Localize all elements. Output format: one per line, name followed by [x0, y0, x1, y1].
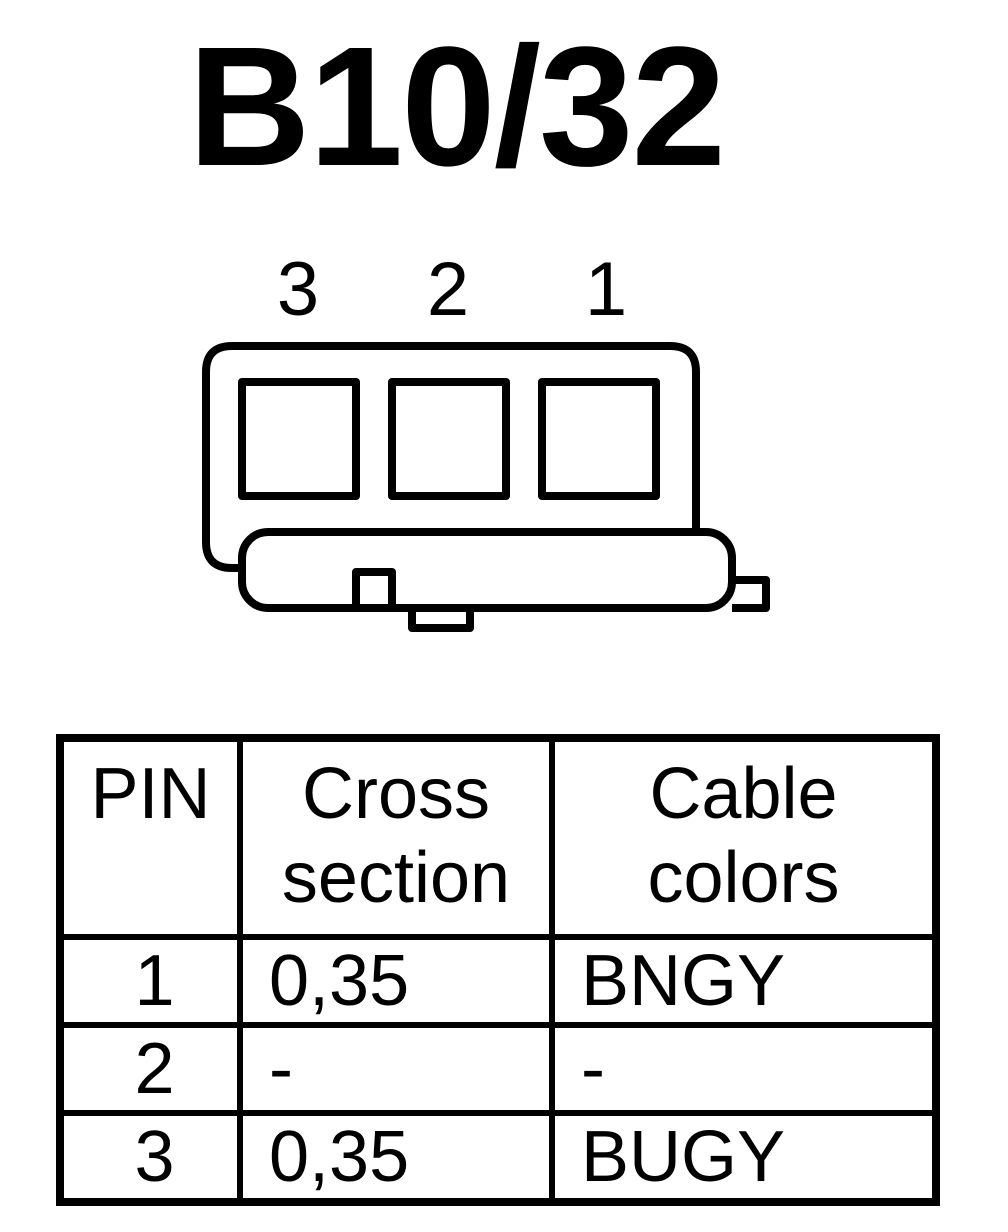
table-row: 1 0,35 BNGY: [57, 934, 939, 1028]
bottom-tab: [408, 608, 474, 632]
table-header-row: PIN Cross section Cable colors: [57, 735, 939, 940]
pin-number-label-1: 1: [584, 247, 628, 332]
pin-cavity-1: [538, 378, 660, 500]
connector-title: B10/32: [187, 12, 726, 202]
pin-cavity-3: [238, 378, 360, 500]
cell-pin: 3: [57, 1110, 243, 1205]
side-tab: [732, 576, 770, 612]
slide-tab: [352, 568, 396, 608]
cell-pin: 1: [57, 934, 243, 1028]
pin-number-label-2: 2: [426, 247, 470, 332]
header-cross-section-line-1: Cross: [301, 754, 490, 834]
header-pin: PIN: [57, 735, 243, 940]
header-cross-section: Cross section: [237, 735, 555, 940]
cell-cross-section: 0,35: [237, 934, 555, 1028]
table-row: 2 - -: [57, 1022, 939, 1116]
connector-housing: [202, 342, 700, 572]
cell-cable-color: BNGY: [549, 934, 939, 1028]
cell-cable-color: -: [549, 1022, 939, 1116]
cell-cross-section: 0,35: [237, 1110, 555, 1205]
cell-cable-color: BUGY: [549, 1110, 939, 1205]
header-cable-colors-line-2: colors: [647, 838, 840, 918]
connector-drawing: [202, 342, 770, 632]
header-cable-colors: Cable colors: [549, 735, 939, 940]
header-cross-section-line-2: section: [281, 838, 511, 918]
pin-cavity-2: [388, 378, 510, 500]
cell-pin: 2: [57, 1022, 243, 1116]
cell-cross-section: -: [237, 1022, 555, 1116]
header-cable-colors-line-1: Cable: [649, 754, 838, 834]
pin-table: PIN Cross section Cable colors 1 0,35 BN…: [56, 734, 940, 1206]
table-row: 3 0,35 BUGY: [57, 1110, 939, 1205]
locking-slide: [238, 528, 736, 612]
pin-number-label-3: 3: [276, 247, 320, 332]
